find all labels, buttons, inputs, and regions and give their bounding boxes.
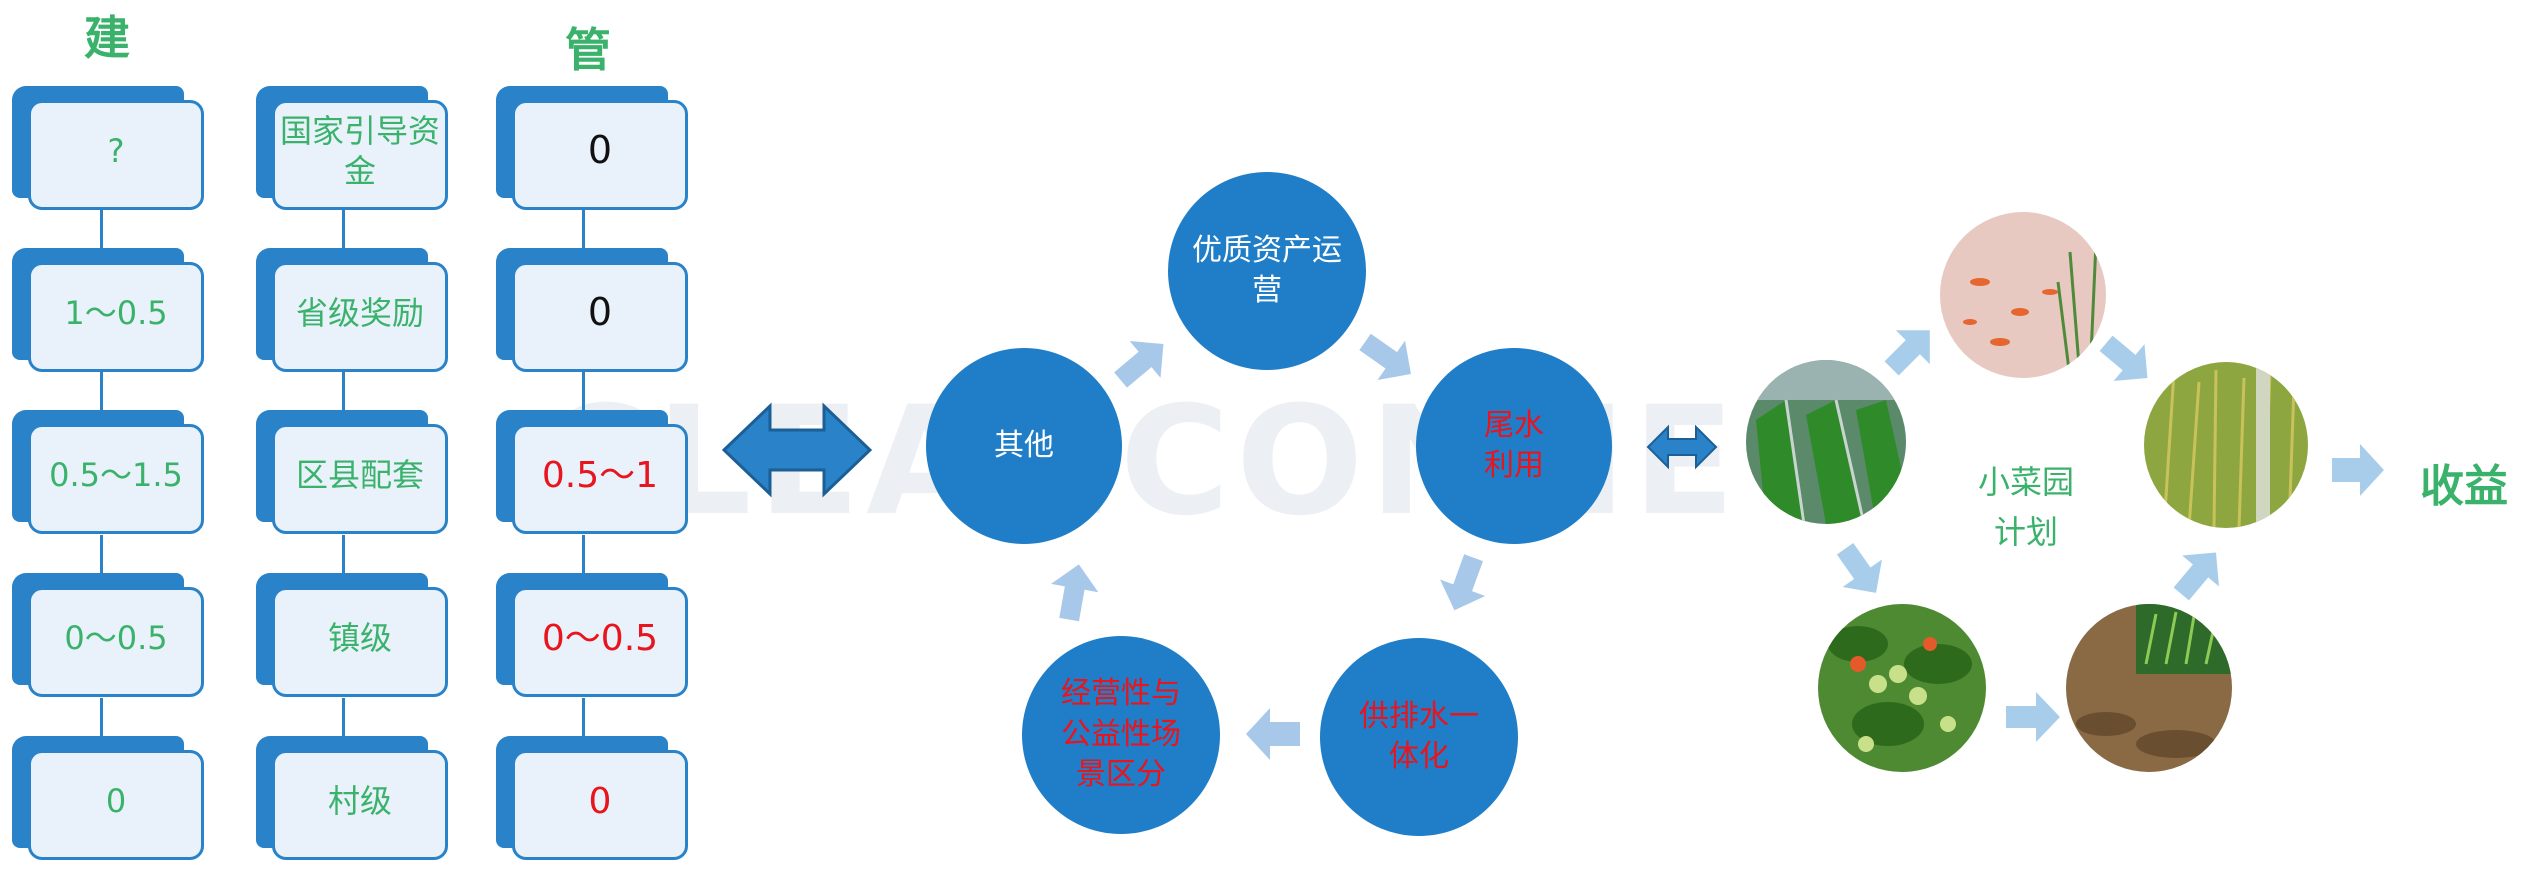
build-box: ? bbox=[12, 86, 208, 210]
manage-value: 0 bbox=[588, 780, 612, 822]
double-arrow-icon bbox=[722, 402, 872, 498]
build-box: 0 bbox=[12, 736, 208, 860]
build-value: 1～0.5 bbox=[64, 294, 168, 332]
result-arrow-icon bbox=[2332, 444, 2384, 496]
cycle-arrow-icon bbox=[1359, 333, 1411, 380]
cycle-arrow-icon bbox=[1114, 341, 1164, 388]
garden-arrow-icon bbox=[2006, 692, 2060, 742]
build-value: ? bbox=[107, 132, 125, 170]
garden-arrow-icon bbox=[2173, 552, 2219, 601]
circle-water-supply: 供排水一体化 bbox=[1320, 638, 1518, 836]
manage-value: 0 bbox=[587, 290, 613, 335]
manage-connector bbox=[582, 698, 585, 738]
circle-tailwater: 尾水利用 bbox=[1416, 348, 1612, 544]
result-label: 收益 bbox=[2420, 461, 2508, 512]
funding-box: 国家引导资金 bbox=[256, 86, 452, 210]
circle-other: 其他 bbox=[926, 348, 1122, 544]
build-value: 0 bbox=[105, 782, 127, 820]
wheat-photo bbox=[2144, 362, 2308, 528]
build-value: 0～0.5 bbox=[64, 619, 168, 657]
manage-box: 0 bbox=[496, 736, 692, 860]
manage-box: 0.5～1 bbox=[496, 410, 692, 534]
funding-box: 省级奖励 bbox=[256, 248, 452, 372]
funding-connector bbox=[342, 372, 345, 412]
manage-connector bbox=[582, 372, 585, 412]
cycle-arrow-icon bbox=[1246, 708, 1300, 760]
manage-connector bbox=[582, 535, 585, 575]
cycle-arrow-icon bbox=[1051, 564, 1099, 622]
build-box: 0.5～1.5 bbox=[12, 410, 208, 534]
garden-arrow-icon bbox=[1884, 330, 1930, 376]
seedling-photo bbox=[2066, 604, 2232, 772]
greenhouse-photo bbox=[1746, 360, 1906, 524]
garden-plan-label: 小菜园计划 bbox=[1977, 463, 2074, 551]
funding-label: 村级 bbox=[327, 782, 392, 820]
funding-connector bbox=[342, 535, 345, 575]
cycle-arrow-icon bbox=[1440, 554, 1486, 611]
funding-box: 村级 bbox=[256, 736, 452, 860]
manage-box: 0～0.5 bbox=[496, 573, 692, 697]
manage-box: 0 bbox=[496, 248, 692, 372]
funding-connector bbox=[342, 210, 345, 250]
manage-value: 0～0.5 bbox=[541, 617, 659, 659]
funding-label: 镇级 bbox=[327, 619, 392, 657]
circle-quality-asset: 优质资产运营 bbox=[1168, 172, 1366, 370]
manage-heading: 管 bbox=[565, 23, 611, 77]
build-connector bbox=[100, 535, 103, 575]
funding-connector bbox=[342, 698, 345, 738]
garden-arrow-icon bbox=[2099, 335, 2148, 381]
garden-arrow-icon bbox=[1836, 542, 1882, 593]
funding-box: 区县配套 bbox=[256, 410, 452, 534]
build-box: 1～0.5 bbox=[12, 248, 208, 372]
manage-value: 0 bbox=[587, 128, 613, 173]
manage-value: 0.5～1 bbox=[541, 454, 659, 496]
build-connector bbox=[100, 698, 103, 738]
build-connector bbox=[100, 210, 103, 250]
funding-label: 省级奖励 bbox=[295, 294, 424, 332]
circle-scenario: 经营性与公益性场景区分 bbox=[1022, 636, 1220, 834]
build-heading: 建 bbox=[84, 11, 130, 65]
manage-box: 0 bbox=[496, 86, 692, 210]
manage-connector bbox=[582, 210, 585, 250]
build-box: 0～0.5 bbox=[12, 573, 208, 697]
funding-label: 国家引导资金 bbox=[280, 112, 441, 190]
tomato-photo bbox=[1818, 604, 1986, 772]
funding-box: 镇级 bbox=[256, 573, 452, 697]
pond-photo bbox=[1940, 212, 2106, 378]
funding-label: 区县配套 bbox=[295, 456, 424, 494]
small-double-arrow-icon bbox=[1646, 424, 1718, 470]
build-connector bbox=[100, 372, 103, 412]
build-value: 0.5～1.5 bbox=[49, 456, 183, 494]
